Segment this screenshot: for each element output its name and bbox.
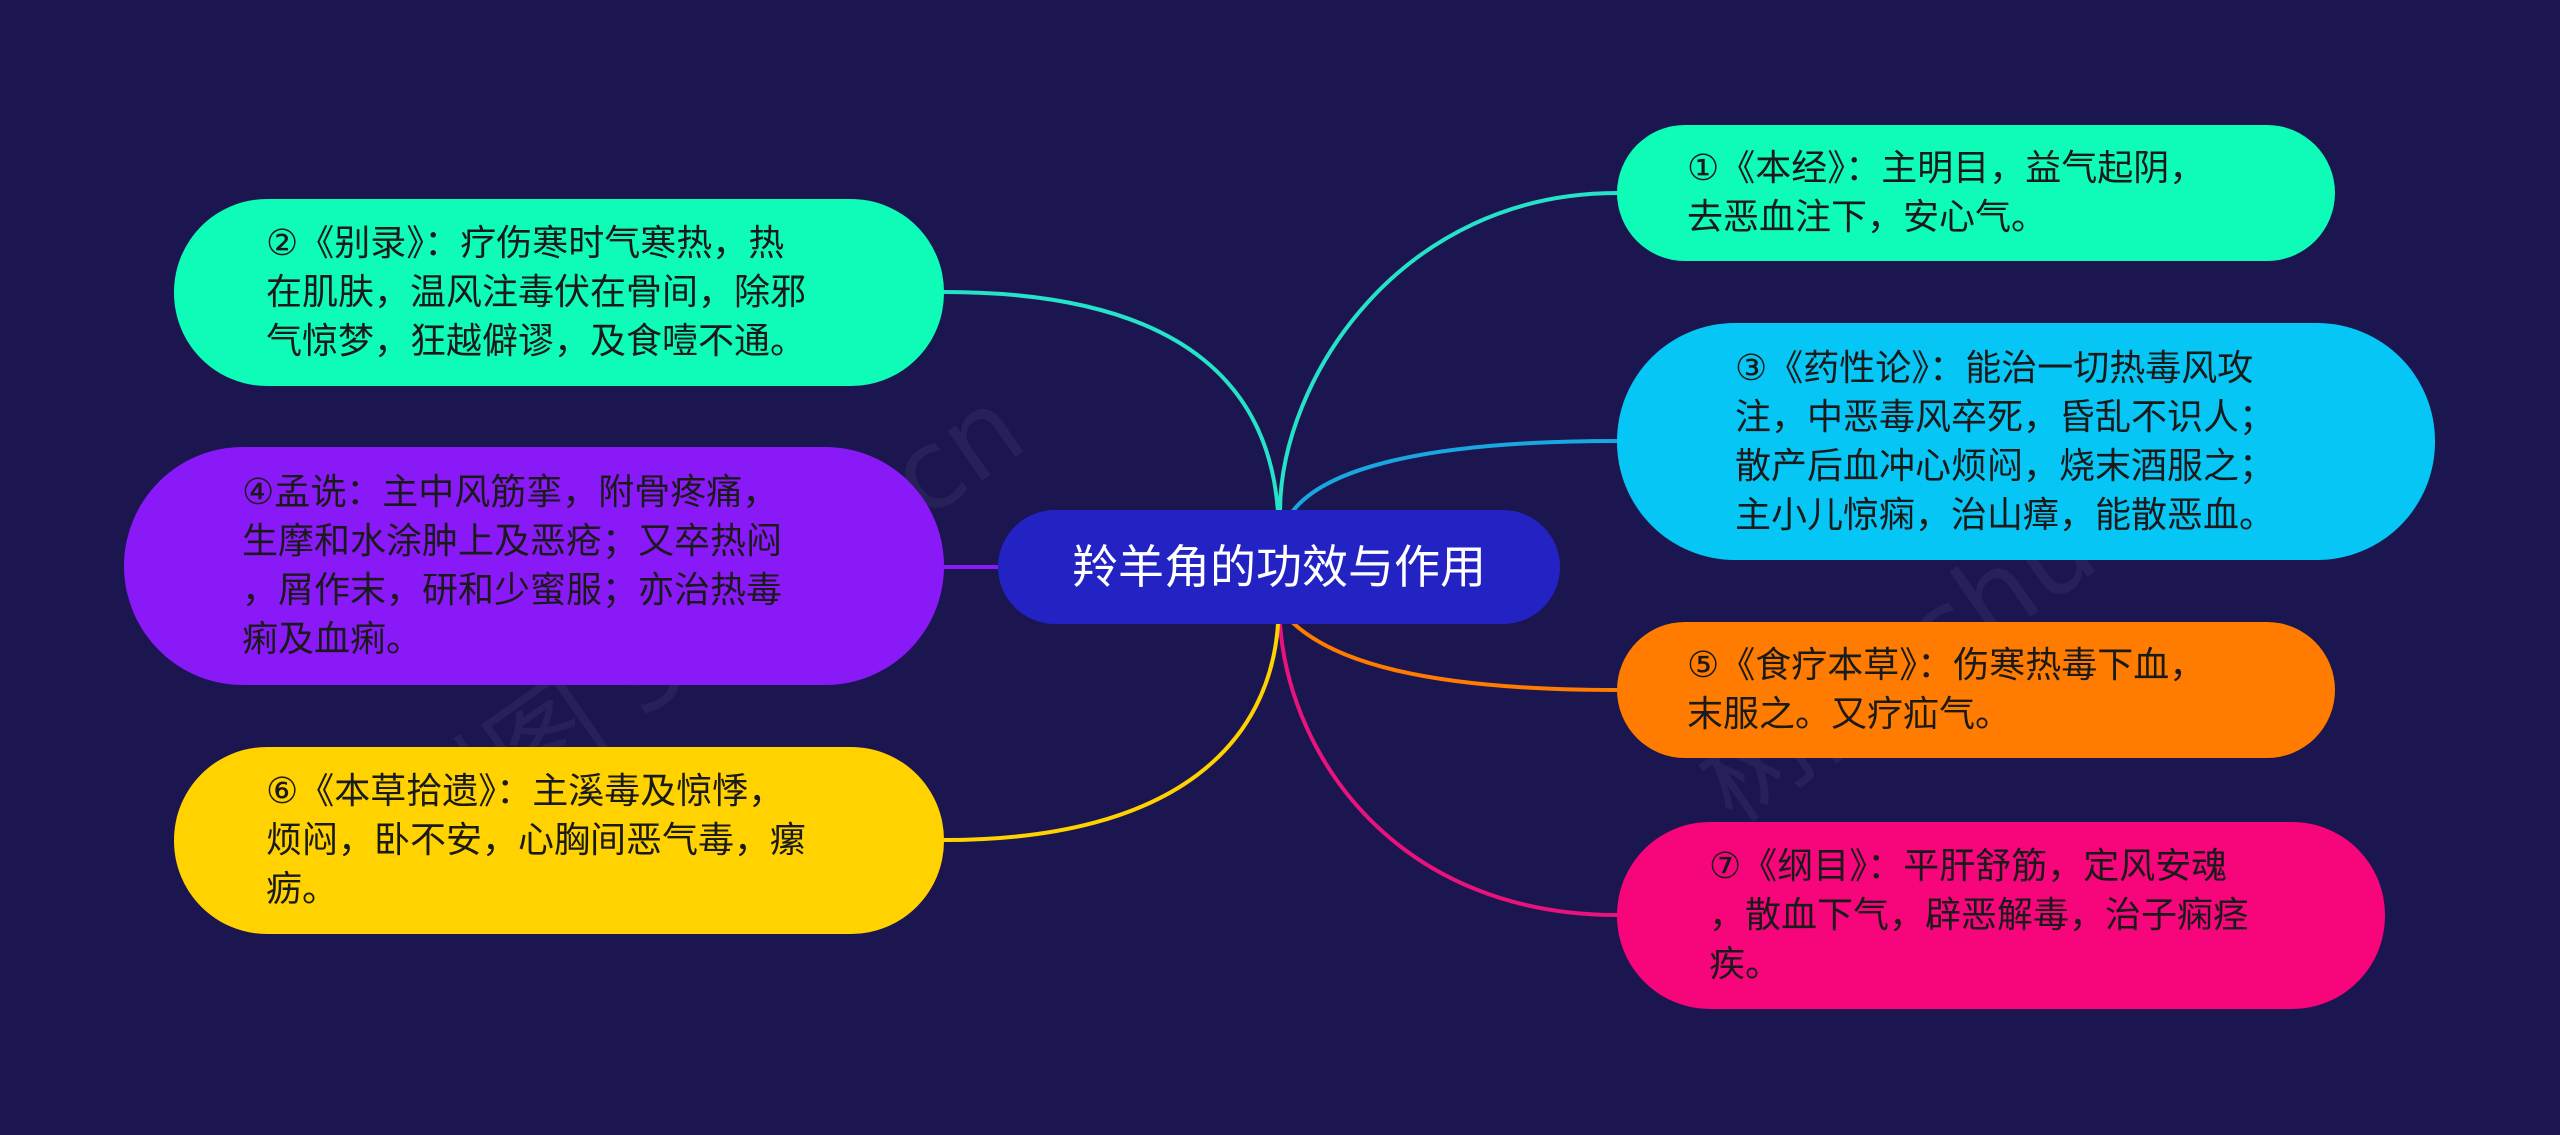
connector-n5	[1288, 618, 1618, 692]
connector-n2	[943, 290, 1280, 513]
branch-node-1[interactable]: ①《本经》：主明目，益气起阴， 去恶血注下，安心气。	[1617, 125, 2335, 261]
branch-node-2-text: ②《别录》：疗伤寒时气寒热，热 在肌肤，温风注毒伏在骨间，除邪 气惊梦，狂越僻谬…	[266, 223, 807, 362]
branch-node-7-text: ⑦《纲目》：平肝舒筋，定风安魂 ，散血下气，辟恶解毒，治子痫痉 疾。	[1709, 846, 2250, 985]
branch-node-3-text: ③《药性论》：能治一切热毒风攻 注，中恶毒风卒死，昏乱不识人； 散产后血冲心烦闷…	[1735, 347, 2276, 536]
central-topic[interactable]: 羚羊角的功效与作用	[998, 510, 1560, 624]
branch-node-1-text: ①《本经》：主明目，益气起阴， 去恶血注下，安心气。	[1687, 148, 2206, 238]
branch-node-6[interactable]: ⑥《本草拾遗》：主溪毒及惊悸， 烦闷，卧不安，心胸间恶气毒，瘰 疬。	[174, 747, 944, 934]
branch-node-3[interactable]: ③《药性论》：能治一切热毒风攻 注，中恶毒风卒死，昏乱不识人； 散产后血冲心烦闷…	[1617, 323, 2435, 560]
branch-node-2[interactable]: ②《别录》：疗伤寒时气寒热，热 在肌肤，温风注毒伏在骨间，除邪 气惊梦，狂越僻谬…	[174, 199, 944, 386]
connector-n6	[943, 623, 1280, 842]
connector-n3	[1288, 439, 1618, 517]
branch-node-7[interactable]: ⑦《纲目》：平肝舒筋，定风安魂 ，散血下气，辟恶解毒，治子痫痉 疾。	[1617, 822, 2385, 1009]
central-topic-label: 羚羊角的功效与作用	[1072, 540, 1486, 594]
branch-node-6-text: ⑥《本草拾遗》：主溪毒及惊悸， 烦闷，卧不安，心胸间恶气毒，瘰 疬。	[266, 771, 807, 910]
connector-n1	[1278, 191, 1618, 513]
branch-node-5[interactable]: ⑤《食疗本草》：伤寒热毒下血， 末服之。又疗疝气。	[1617, 622, 2335, 758]
branch-node-4-text: ④孟诜：主中风筋挛，附骨疼痛， 生摩和水涂肿上及恶疮；又卒热闷 ，屑作末，研和少…	[242, 472, 783, 660]
connector-n7	[1278, 623, 1618, 917]
branch-node-4[interactable]: ④孟诜：主中风筋挛，附骨疼痛， 生摩和水涂肿上及恶疮；又卒热闷 ，屑作末，研和少…	[124, 447, 944, 685]
branch-node-5-text: ⑤《食疗本草》：伤寒热毒下血， 末服之。又疗疝气。	[1687, 645, 2206, 735]
